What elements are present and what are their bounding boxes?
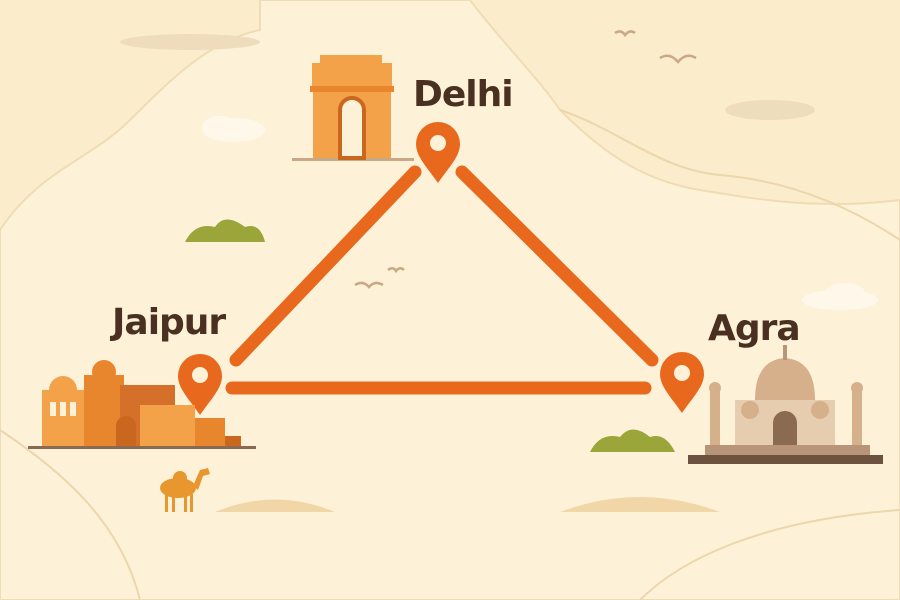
bush <box>185 219 675 452</box>
city-label-delhi: Delhi <box>413 74 514 115</box>
taj-mahal-landmark <box>688 345 883 464</box>
birds <box>354 30 697 289</box>
city-label-agra: Agra <box>708 308 801 349</box>
cloud-distant <box>120 34 815 120</box>
cloud <box>202 116 878 310</box>
region-border <box>559 109 900 241</box>
india-gate-landmark <box>292 55 414 161</box>
route-lines <box>225 165 659 395</box>
city-label-jaipur: Jaipur <box>112 302 226 343</box>
map-pin-icon[interactable] <box>660 352 704 413</box>
sand-dune <box>215 497 720 512</box>
jaipur-fort-landmark <box>28 360 256 449</box>
region-border <box>639 509 900 600</box>
route-delhi-jaipur <box>229 165 422 367</box>
region-border <box>0 429 141 600</box>
map-pin-icon[interactable] <box>416 122 460 183</box>
route-delhi-agra <box>455 165 659 367</box>
camel-icon <box>160 468 210 512</box>
map-pin-icon[interactable] <box>178 354 222 415</box>
